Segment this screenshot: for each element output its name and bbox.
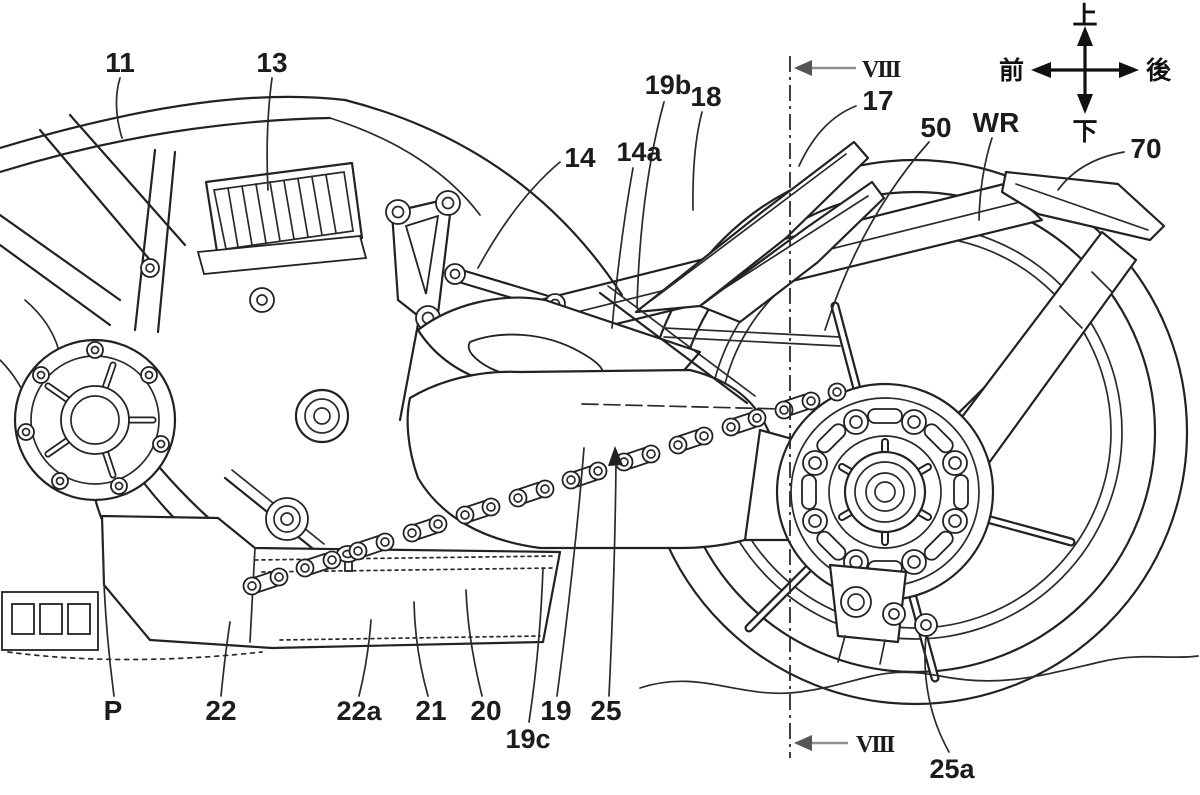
compass-rose: 上 下 前 後 (999, 1, 1172, 146)
ref-label-18: 18 (690, 81, 721, 112)
ref-label-P: P (104, 695, 123, 726)
ref-label-WR: WR (973, 107, 1020, 138)
section-label-top: VIII (862, 57, 901, 83)
tail-cowl (634, 140, 886, 324)
section-line: VIII VIII (789, 56, 903, 758)
ref-label-21: 21 (415, 695, 446, 726)
ref-label-19: 19 (540, 695, 571, 726)
leader-lines (102, 77, 1125, 753)
ref-label-19b: 19b (645, 70, 692, 100)
ref-label-25: 25 (590, 695, 621, 726)
ref-label-50: 50 (920, 112, 951, 143)
ref-label-25a: 25a (929, 754, 975, 784)
upper-fairing (0, 95, 624, 297)
ground-line (639, 655, 1199, 695)
ref-label-19c: 19c (505, 724, 550, 754)
ref-label-20: 20 (470, 695, 501, 726)
compass-rear-label: 後 (1146, 56, 1172, 85)
engine-area (0, 113, 566, 661)
rear-grab-piece (1000, 170, 1166, 242)
compass-front-label: 前 (999, 56, 1024, 85)
ref-label-17: 17 (862, 85, 893, 116)
finned-unit (196, 161, 368, 275)
leader-arrowhead-25 (608, 446, 623, 466)
ref-label-22: 22 (205, 695, 236, 726)
ref-label-70: 70 (1130, 133, 1161, 164)
fuel-tank (406, 368, 792, 550)
ref-label-14: 14 (564, 142, 596, 173)
coil-spring (265, 497, 309, 541)
arrow-down-icon (1077, 94, 1093, 114)
rear-sprocket (775, 382, 995, 602)
section-label-bottom: VIII (856, 732, 895, 758)
arrow-front-icon (1031, 62, 1051, 78)
ref-label-22a: 22a (336, 696, 382, 726)
ref-label-11: 11 (105, 47, 135, 78)
arrow-up-icon (1077, 26, 1093, 46)
compass-up-label: 上 (1072, 1, 1097, 30)
reference-labels: 11 13 14 14a 19b 18 17 50 WR 70 P 22 22a… (104, 47, 1162, 784)
ref-label-14a: 14a (616, 137, 662, 167)
compass-down-label: 下 (1072, 117, 1097, 146)
sprocket-holes (802, 409, 968, 575)
ref-label-13: 13 (256, 47, 287, 78)
clutch-cover (13, 338, 177, 502)
brake-caliper (828, 563, 938, 665)
arrow-rear-icon (1119, 62, 1139, 78)
